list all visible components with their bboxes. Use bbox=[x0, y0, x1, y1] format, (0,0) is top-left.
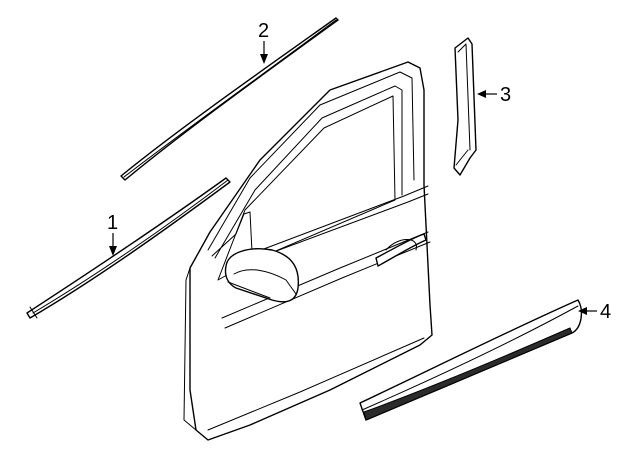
callout-4-number: 4 bbox=[600, 301, 611, 323]
part-1-belt-molding bbox=[26, 177, 231, 319]
part-4-lower-molding bbox=[359, 299, 583, 421]
part-3-pillar-applique bbox=[453, 37, 477, 176]
callout-1: 1 bbox=[107, 212, 118, 256]
callout-1-number: 1 bbox=[107, 212, 118, 234]
callout-3-number: 3 bbox=[500, 84, 511, 106]
callout-4-arrow bbox=[578, 307, 587, 315]
callout-1-arrow bbox=[109, 246, 117, 256]
callout-3: 3 bbox=[477, 84, 511, 106]
callout-2: 2 bbox=[258, 20, 269, 64]
callout-2-number: 2 bbox=[258, 20, 269, 42]
callout-3-arrow bbox=[477, 90, 486, 98]
callout-2-arrow bbox=[260, 54, 268, 64]
part-2-upper-molding bbox=[120, 17, 339, 181]
callout-4: 4 bbox=[578, 301, 611, 323]
front-door bbox=[183, 61, 433, 441]
